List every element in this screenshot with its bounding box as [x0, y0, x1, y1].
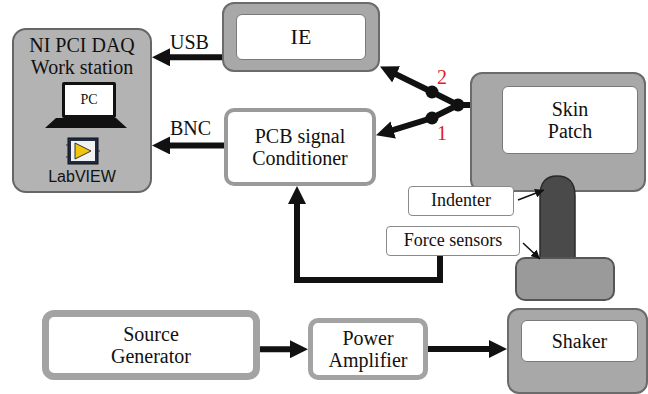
node-title: Indenter [431, 191, 491, 211]
usb-arrow [162, 54, 222, 60]
force-signal-arrow [297, 196, 440, 280]
labview-icon [66, 138, 100, 164]
force-sensor-label-box: Force sensors [386, 226, 520, 256]
conditioner-box: PCB signal Conditioner [224, 108, 376, 186]
shaker-box: Shaker [507, 308, 648, 394]
bnc-arrow [162, 142, 224, 148]
ie-box: IE [222, 2, 380, 72]
switch-arrow [389, 71, 470, 105]
inner-panel: Skin Patch [502, 86, 638, 154]
node-title: IE [291, 25, 312, 49]
generator-box: Source Generator [42, 310, 260, 380]
node-title: Shaker [552, 330, 608, 352]
laptop-keyboard [45, 118, 127, 128]
switch-arrow [386, 105, 470, 132]
skin-patch-box: Skin Patch [470, 72, 646, 192]
switch-position-number: 2 [437, 66, 447, 88]
node-title: PC [80, 92, 97, 107]
indenter-shape [540, 176, 575, 262]
port-label: USB [170, 31, 209, 53]
node-title: Force sensors [404, 231, 502, 251]
inner-panel: IE [236, 14, 366, 60]
node-title: Source Generator [101, 323, 201, 367]
pc-screen: PC [62, 82, 116, 118]
node-title: Skin Patch [539, 98, 601, 142]
inner-panel: Shaker [521, 320, 638, 362]
port-label: BNC [170, 117, 211, 139]
leader-line [523, 243, 540, 259]
amplifier-box: Power Amplifier [308, 318, 428, 380]
node-caption: LabVIEW [48, 168, 116, 186]
indenter-label-box: Indenter [408, 186, 514, 216]
node-title: PCB signal Conditioner [232, 125, 368, 169]
workstation-box: NI PCI DAQ Work stationLabVIEW PC [12, 28, 152, 193]
switch-position-number: 1 [437, 122, 447, 144]
force-sensor-block [516, 258, 614, 300]
node-title: NI PCI DAQ Work station [18, 34, 146, 78]
drive-arrow [428, 346, 497, 352]
leader-line [518, 190, 544, 200]
node-title: Power Amplifier [317, 327, 419, 371]
signal-arrow [260, 346, 298, 352]
